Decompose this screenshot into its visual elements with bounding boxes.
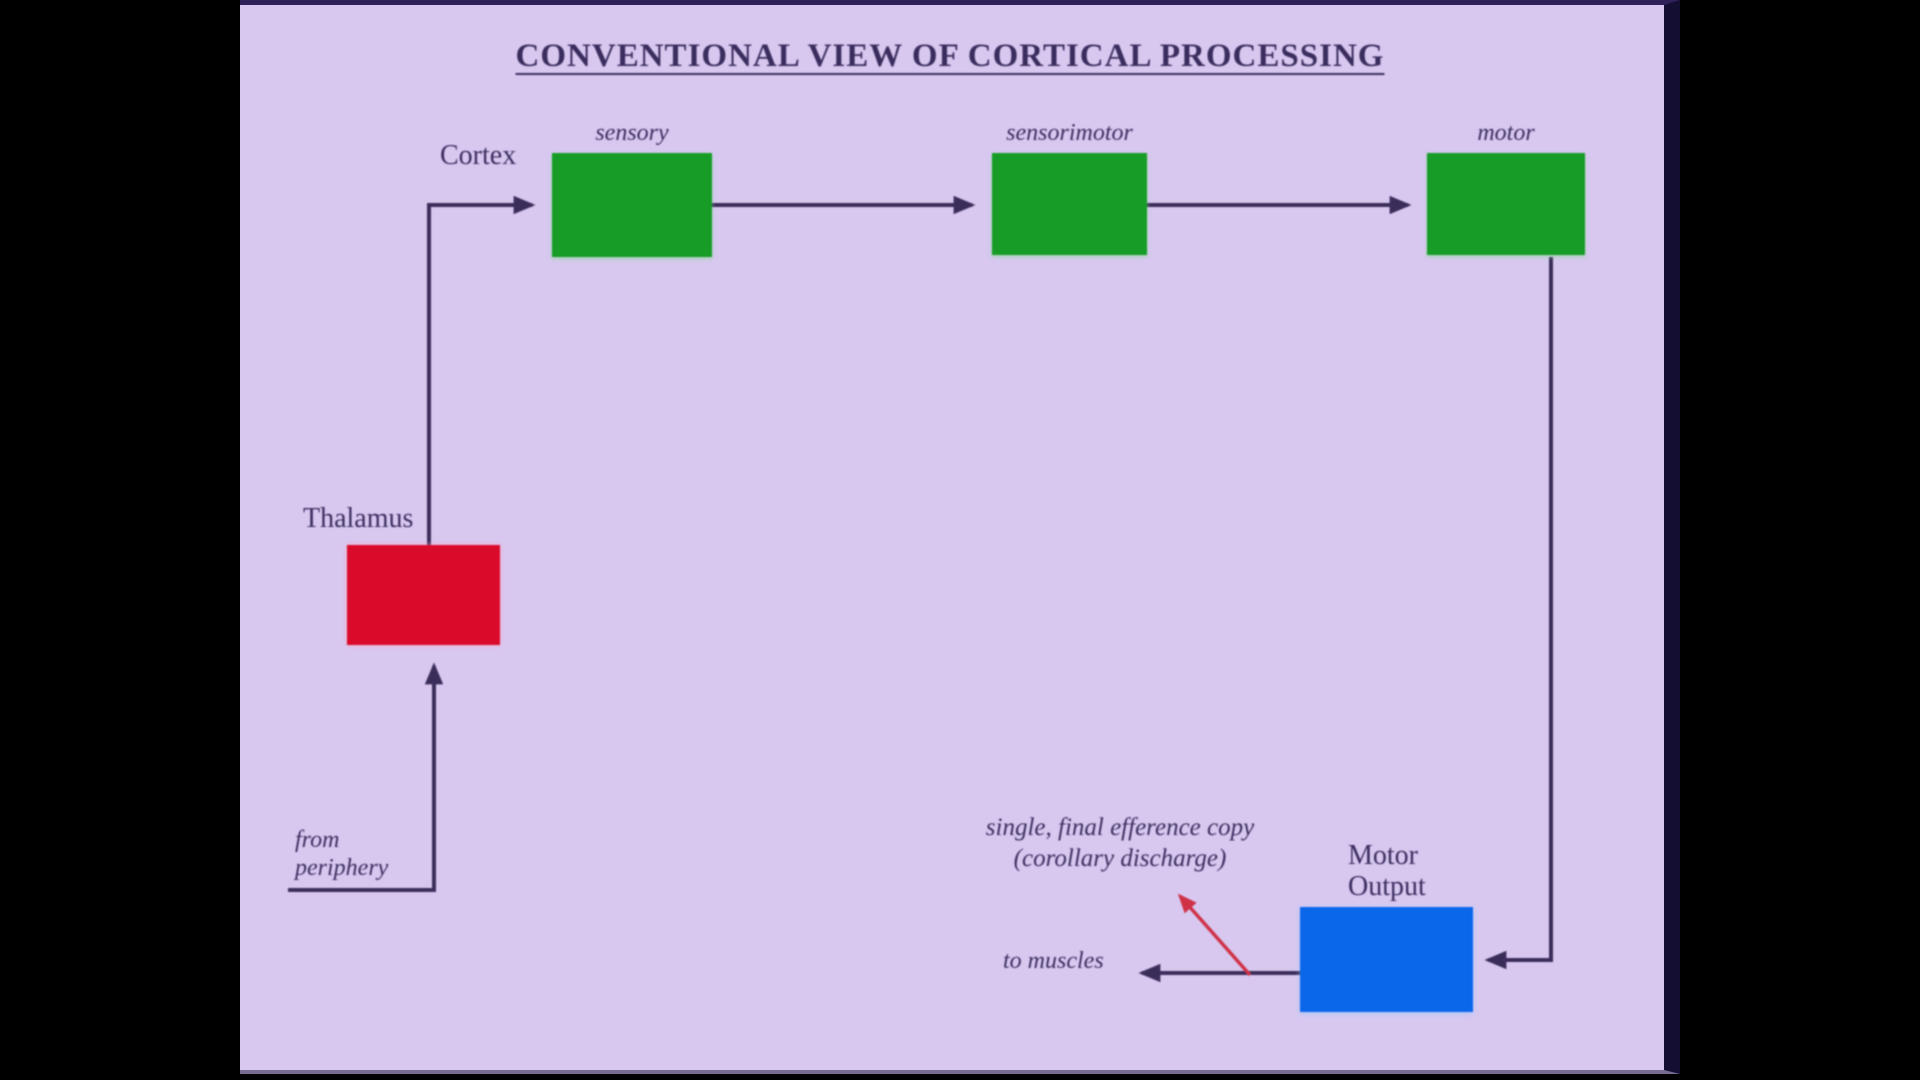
slide-title: CONVENTIONAL VIEW OF CORTICAL PROCESSING <box>430 38 1470 75</box>
slide-title-text: CONVENTIONAL VIEW OF CORTICAL PROCESSING <box>515 38 1385 74</box>
from-periphery-label: from periphery <box>295 826 388 882</box>
thalamus-label: Thalamus <box>303 503 414 534</box>
motor-output-line2: Output <box>1348 871 1426 902</box>
from-periphery-line1: from <box>295 827 340 853</box>
arrow-periphery-to-thalamus <box>288 662 444 892</box>
efference-copy-line1: single, final efference copy <box>985 814 1255 841</box>
arrow-motor-to-motor-output <box>1484 257 1553 970</box>
cortex-label: Cortex <box>440 140 517 171</box>
sensorimotor-label: sensorimotor <box>1006 120 1133 146</box>
motor-output-line1: Motor <box>1348 840 1418 871</box>
efference-copy-label: single, final efference copy (corollary … <box>940 812 1300 874</box>
thalamus-box <box>347 545 500 645</box>
arrow-efference-copy <box>1177 893 1252 977</box>
motor-label: motor <box>1477 120 1535 146</box>
motor-cortex-box <box>1427 153 1585 255</box>
motor-output-box <box>1300 907 1473 1012</box>
arrow-thalamus-to-sensory <box>427 195 536 545</box>
sensory-label: sensory <box>595 120 669 146</box>
sensory-cortex-box <box>552 153 712 257</box>
motor-output-label: Motor Output <box>1348 840 1426 902</box>
from-periphery-line2: periphery <box>295 855 389 881</box>
sensorimotor-cortex-box <box>992 153 1147 255</box>
to-muscles-label: to muscles <box>1003 948 1104 974</box>
efference-copy-line2: (corollary discharge) <box>1013 845 1227 872</box>
